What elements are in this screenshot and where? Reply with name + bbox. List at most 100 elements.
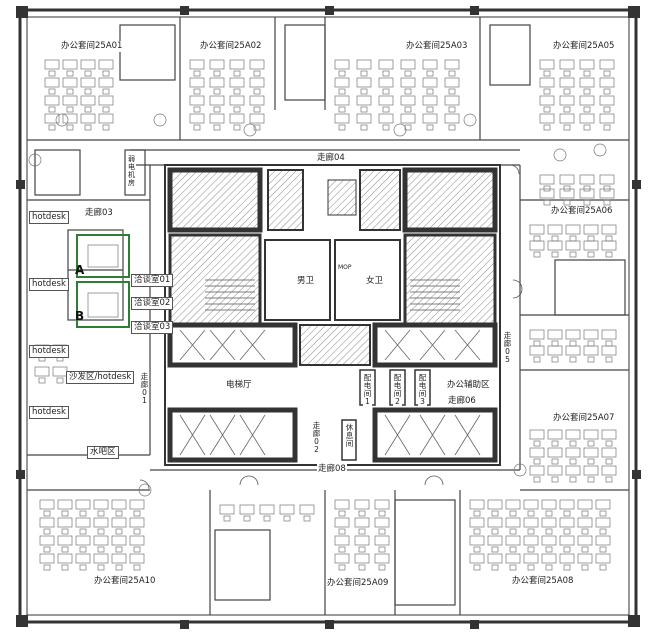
room-label-25a07: 办公套间25A07	[552, 413, 616, 424]
desk	[209, 113, 225, 124]
chair	[79, 528, 87, 535]
chair	[569, 476, 577, 483]
water-bar-label: 水吧区	[87, 446, 119, 459]
desk	[565, 465, 581, 476]
chair	[61, 564, 69, 571]
meeting-table	[87, 244, 119, 268]
desk	[249, 95, 265, 106]
desk	[577, 535, 593, 546]
chair	[527, 564, 535, 571]
chair	[193, 106, 201, 113]
chair	[79, 510, 87, 517]
desk	[487, 535, 503, 546]
chair	[404, 124, 412, 131]
chair	[543, 185, 551, 192]
desk	[356, 113, 372, 124]
desk	[93, 535, 109, 546]
chair	[382, 124, 390, 131]
desk	[599, 113, 615, 124]
chair	[133, 546, 141, 553]
chair	[563, 546, 571, 553]
desk	[487, 499, 503, 510]
desk	[39, 535, 55, 546]
desk	[93, 553, 109, 564]
chair	[569, 340, 577, 347]
desk	[374, 499, 390, 510]
chair	[563, 564, 571, 571]
corridor-02-label: 走廊02	[312, 421, 321, 454]
desk	[239, 504, 255, 515]
chair	[605, 458, 613, 465]
chair	[581, 564, 589, 571]
desk	[505, 499, 521, 510]
chair	[563, 106, 571, 113]
chair	[587, 356, 595, 363]
chair	[543, 124, 551, 131]
desk	[356, 59, 372, 70]
desk	[529, 345, 545, 356]
chair	[43, 510, 51, 517]
desk	[34, 366, 50, 377]
meeting-room-03-label: 洽谈室03	[131, 321, 174, 334]
desk	[523, 517, 539, 528]
desk	[189, 113, 205, 124]
chair	[473, 546, 481, 553]
womens-restroom-label: 女卫	[365, 276, 385, 287]
chair	[527, 546, 535, 553]
plant	[138, 483, 152, 497]
chair	[527, 510, 535, 517]
elevator-cars	[179, 329, 481, 456]
desk	[75, 517, 91, 528]
chair	[358, 564, 366, 571]
chair	[599, 528, 607, 535]
chair	[603, 106, 611, 113]
chair	[43, 564, 51, 571]
desk	[577, 517, 593, 528]
chair	[378, 546, 386, 553]
desk	[52, 366, 68, 377]
chair	[338, 528, 346, 535]
chair	[551, 251, 559, 258]
desk	[529, 429, 545, 440]
chair	[587, 476, 595, 483]
desk	[599, 59, 615, 70]
chair	[603, 88, 611, 95]
desk	[400, 77, 416, 88]
desk	[469, 499, 485, 510]
desk	[356, 95, 372, 106]
chair	[66, 124, 74, 131]
chair	[543, 106, 551, 113]
desk	[583, 429, 599, 440]
desk	[57, 517, 73, 528]
corridor-01-label: 走廊01	[140, 372, 149, 405]
chair	[599, 546, 607, 553]
desk	[469, 553, 485, 564]
chair	[79, 546, 87, 553]
chair	[360, 106, 368, 113]
chair	[43, 546, 51, 553]
chair	[48, 70, 56, 77]
weak-elec-room-label: 弱电机房	[127, 155, 136, 187]
desk	[334, 77, 350, 88]
desk	[601, 345, 617, 356]
desk	[595, 535, 611, 546]
chair	[253, 124, 261, 131]
desk	[93, 517, 109, 528]
chair	[102, 70, 110, 77]
desk	[579, 188, 595, 199]
chair	[56, 377, 64, 384]
desk	[547, 240, 563, 251]
chair	[426, 88, 434, 95]
desk	[444, 95, 460, 106]
desk	[487, 553, 503, 564]
desk	[80, 77, 96, 88]
room-label-25a06: 办公套间25A06	[550, 206, 614, 217]
chair	[102, 88, 110, 95]
desk	[39, 499, 55, 510]
chair	[473, 510, 481, 517]
chair	[360, 70, 368, 77]
chair	[48, 124, 56, 131]
chair	[133, 564, 141, 571]
chair	[605, 440, 613, 447]
desk	[595, 499, 611, 510]
